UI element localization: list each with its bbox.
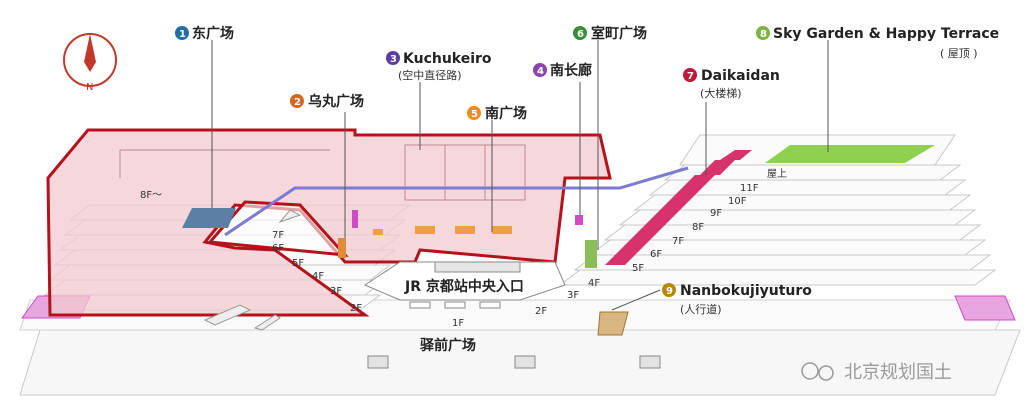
orange-blocks xyxy=(373,226,512,235)
svg-text:6F: 6F xyxy=(650,249,662,260)
svg-text:Sky Garden & Happy Terrace: Sky Garden & Happy Terrace xyxy=(773,26,999,42)
sky-garden-roof xyxy=(765,145,935,163)
south-corridor-marker xyxy=(575,215,583,225)
entrance-label: JR 京都站中央入口 xyxy=(404,278,524,295)
svg-text:Nanbokujiyuturo: Nanbokujiyuturo xyxy=(680,283,812,299)
watermark: 北京规划国土 xyxy=(801,362,952,383)
svg-text:10F: 10F xyxy=(728,196,747,207)
svg-text:8: 8 xyxy=(760,29,767,40)
floors-right: 5F 6F 7F 8F 9F 10F 11F 屋上 xyxy=(632,168,787,274)
central-entrance xyxy=(363,261,566,309)
svg-text:5F: 5F xyxy=(292,258,304,269)
label-south-plaza: 5 南广场 xyxy=(467,105,527,122)
label-sky-garden: 8 Sky Garden & Happy Terrace ( 屋顶 ) xyxy=(756,26,999,60)
karasuma-marker xyxy=(352,210,358,228)
svg-text:5: 5 xyxy=(471,109,478,120)
svg-text:1F: 1F xyxy=(452,318,464,329)
plaza-front-label: 驿前广场 xyxy=(420,337,476,354)
label-karasuma: 2 乌丸广场 xyxy=(290,93,364,110)
grand-staircase xyxy=(605,150,752,265)
svg-text:7F: 7F xyxy=(272,230,284,241)
svg-text:2: 2 xyxy=(294,97,301,108)
svg-text:乌丸广场: 乌丸广场 xyxy=(308,93,364,110)
svg-text:( 屋顶 ): ( 屋顶 ) xyxy=(940,47,978,60)
inner-structure xyxy=(119,144,526,201)
nanboku-marker xyxy=(597,311,629,336)
svg-text:3F: 3F xyxy=(330,286,342,297)
label-daikaidan: 7 Daikaidan (大楼梯) xyxy=(683,68,780,100)
svg-text:Daikaidan: Daikaidan xyxy=(701,68,780,84)
svg-text:9: 9 xyxy=(666,286,673,297)
label-kuchukeiro: 3 Kuchukeiro (空中直径路) xyxy=(386,51,492,82)
svg-text:屋上: 屋上 xyxy=(767,168,787,180)
svg-text:南长廊: 南长廊 xyxy=(550,62,592,79)
karasuma-block xyxy=(338,238,346,258)
svg-text:(空中直径路): (空中直径路) xyxy=(398,68,462,82)
sky-corridor-line xyxy=(224,166,689,237)
svg-text:3F: 3F xyxy=(567,290,579,301)
svg-text:4F: 4F xyxy=(588,278,600,289)
floors-center: 1F 2F 3F 4F xyxy=(452,278,600,329)
svg-text:1: 1 xyxy=(179,29,186,40)
svg-text:6: 6 xyxy=(577,29,584,40)
svg-text:5F: 5F xyxy=(632,263,644,274)
leader-lines xyxy=(211,40,829,311)
svg-text:(大楼梯): (大楼梯) xyxy=(700,86,742,100)
svg-text:东广场: 东广场 xyxy=(192,25,234,42)
svg-text:室町广场: 室町广场 xyxy=(591,25,647,42)
svg-text:2F: 2F xyxy=(535,306,547,317)
svg-text:3: 3 xyxy=(390,54,397,65)
svg-text:南广场: 南广场 xyxy=(485,105,527,122)
left-stairs xyxy=(203,209,302,331)
east-plaza-marker xyxy=(182,208,236,228)
label-east-plaza: 1 东广场 xyxy=(175,25,234,42)
muromachi-marker xyxy=(585,240,597,268)
svg-text:(人行道): (人行道) xyxy=(680,302,722,316)
svg-text:2F: 2F xyxy=(350,303,362,314)
compass-icon: N xyxy=(63,33,117,93)
svg-text:北京规划国土: 北京规划国土 xyxy=(844,362,952,383)
compass-letter: N xyxy=(86,82,93,93)
svg-text:9F: 9F xyxy=(710,208,722,219)
label-nanboku: 9 Nanbokujiyuturo (人行道) xyxy=(662,283,812,316)
svg-text:4F: 4F xyxy=(312,271,324,282)
svg-text:8F〜: 8F〜 xyxy=(140,190,162,201)
svg-text:6F: 6F xyxy=(272,243,284,254)
plaza-kiosks xyxy=(367,355,661,369)
highlight-inner xyxy=(206,200,349,257)
svg-text:4: 4 xyxy=(537,66,544,77)
floors-left: 8F〜 7F 6F 5F 4F 3F 2F xyxy=(140,190,362,314)
svg-text:11F: 11F xyxy=(740,183,759,194)
svg-text:Kuchukeiro: Kuchukeiro xyxy=(403,51,492,67)
svg-text:8F: 8F xyxy=(692,222,704,233)
label-muromachi: 6 室町广场 xyxy=(573,25,647,42)
label-south-corridor: 4 南长廊 xyxy=(533,62,592,79)
svg-text:7: 7 xyxy=(687,71,694,82)
svg-text:7F: 7F xyxy=(672,236,684,247)
